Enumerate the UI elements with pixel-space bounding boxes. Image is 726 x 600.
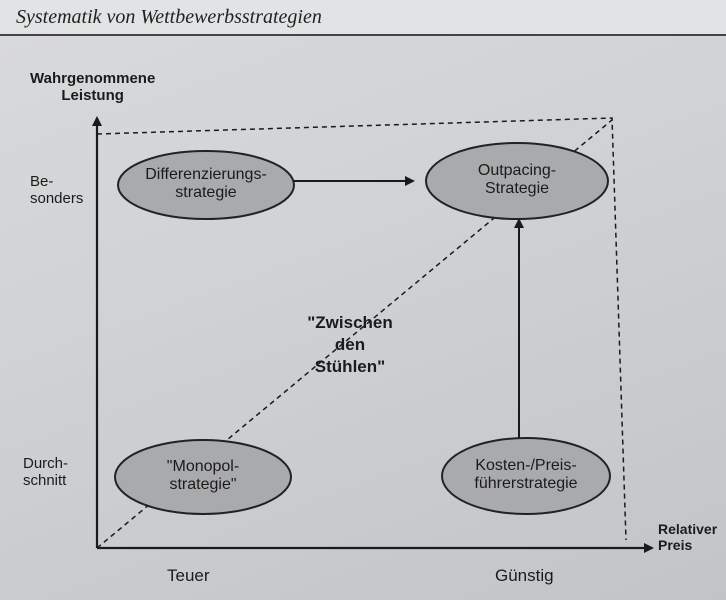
ellipse-kostenfuehrer xyxy=(441,437,611,515)
node-monopol-label: "Monopol- strategie" xyxy=(166,458,240,494)
x-axis-label: Relativer Preis xyxy=(658,521,718,554)
ellipse-monopol xyxy=(114,439,292,515)
node-kostenfuehrer-label: Kosten-/Preis- führerstrategie xyxy=(474,457,578,493)
y-axis-label: Wahrgenommene Leistung xyxy=(30,70,156,105)
dashed-frame xyxy=(96,117,627,541)
x-tick-guenstig: Günstig xyxy=(495,566,554,585)
ellipse-outpacing xyxy=(425,142,609,220)
x-tick-teuer: Teuer xyxy=(167,566,210,585)
page-title: Systematik von Wettbewerbsstrategien xyxy=(16,6,322,28)
page-header: Systematik von Wettbewerbsstrategien xyxy=(0,0,726,36)
node-outpacing-label: Outpacing- Strategie xyxy=(477,162,557,198)
node-differenzierung-label: Differenzierungs- strategie xyxy=(145,166,267,202)
center-label-zwischen-den-stuehlen: "Zwischen den Stühlen" xyxy=(307,313,393,377)
ellipse-differenzierung xyxy=(117,150,295,220)
y-tick-besonders: Be- sonders xyxy=(30,173,84,208)
y-tick-durchschnitt: Durch- schnitt xyxy=(23,455,69,490)
